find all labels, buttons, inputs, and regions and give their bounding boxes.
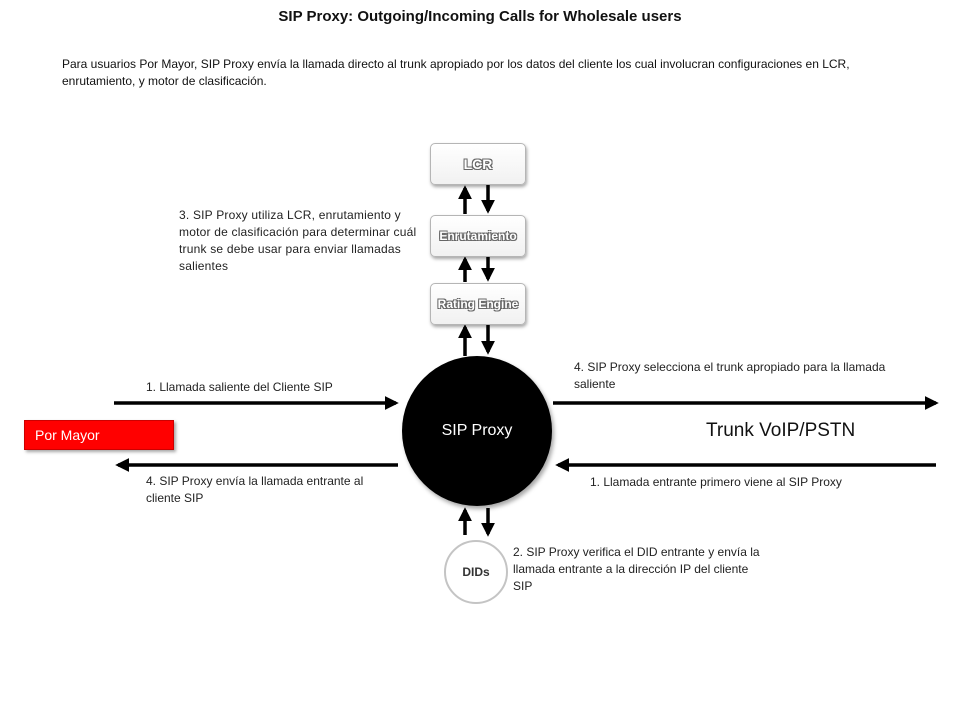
page-title: SIP Proxy: Outgoing/Incoming Calls for W… (278, 8, 682, 25)
trunk-label: Trunk VoIP/PSTN (706, 420, 856, 441)
step4-incoming-note: 4. SIP Proxy envía la llamada entrante a… (146, 474, 364, 505)
por-mayor-label: Por Mayor (35, 427, 100, 443)
step3-note: 3. SIP Proxy utiliza LCR, enrutamiento y… (179, 208, 417, 273)
step1-incoming-note: 1. Llamada entrante primero viene al SIP… (590, 475, 842, 489)
lcr-box: LCR (430, 143, 526, 185)
sip-proxy-label: SIP Proxy (441, 422, 513, 439)
step1-outgoing-note: 1. Llamada saliente del Cliente SIP (146, 380, 333, 394)
step2-note: 2. SIP Proxy verifica el DID entrante y … (513, 545, 760, 593)
enrutamiento-box: Enrutamiento (430, 215, 526, 257)
sip-proxy-node: SIP Proxy (402, 356, 552, 506)
step4-outgoing-note: 4. SIP Proxy selecciona el trunk apropia… (574, 360, 886, 391)
dids-label: DIDs (462, 565, 490, 579)
intro-text: Para usuarios Por Mayor, SIP Proxy envía… (62, 57, 850, 88)
por-mayor-box: Por Mayor (24, 420, 174, 450)
dids-node: DIDs (444, 540, 508, 604)
rating-engine-box: Rating Engine (430, 283, 526, 325)
